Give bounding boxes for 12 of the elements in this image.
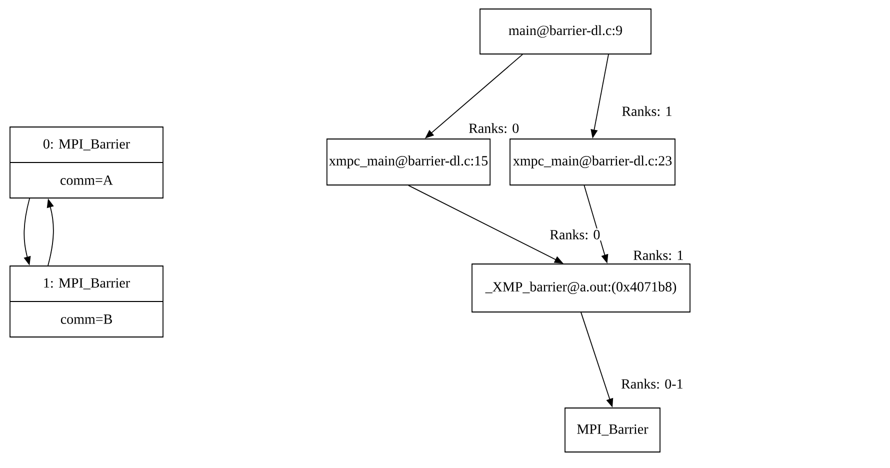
function-box: _XMP_barrier@a.out:(0x4071b8) — [472, 264, 690, 312]
edge-label: Ranks: 0 — [468, 122, 520, 134]
function-box: xmpc_main@barrier-dl.c:15 — [326, 138, 491, 186]
edge-label: Ranks: 1 — [632, 249, 685, 262]
edge-label: Ranks: 0-1 — [620, 378, 684, 390]
edge-label: Ranks: 1 — [620, 105, 674, 118]
record-box: 0: MPI_Barrier comm=A — [10, 126, 164, 198]
record-box: 1: MPI_Barrier comm=B — [10, 266, 164, 338]
function-box: xmpc_main@barrier-dl.c:23 — [510, 138, 676, 186]
edge-label: Ranks: 0 — [548, 228, 602, 240]
function-box: main@barrier-dl.c:9 — [480, 8, 652, 54]
function-box: MPI_Barrier — [564, 408, 660, 452]
